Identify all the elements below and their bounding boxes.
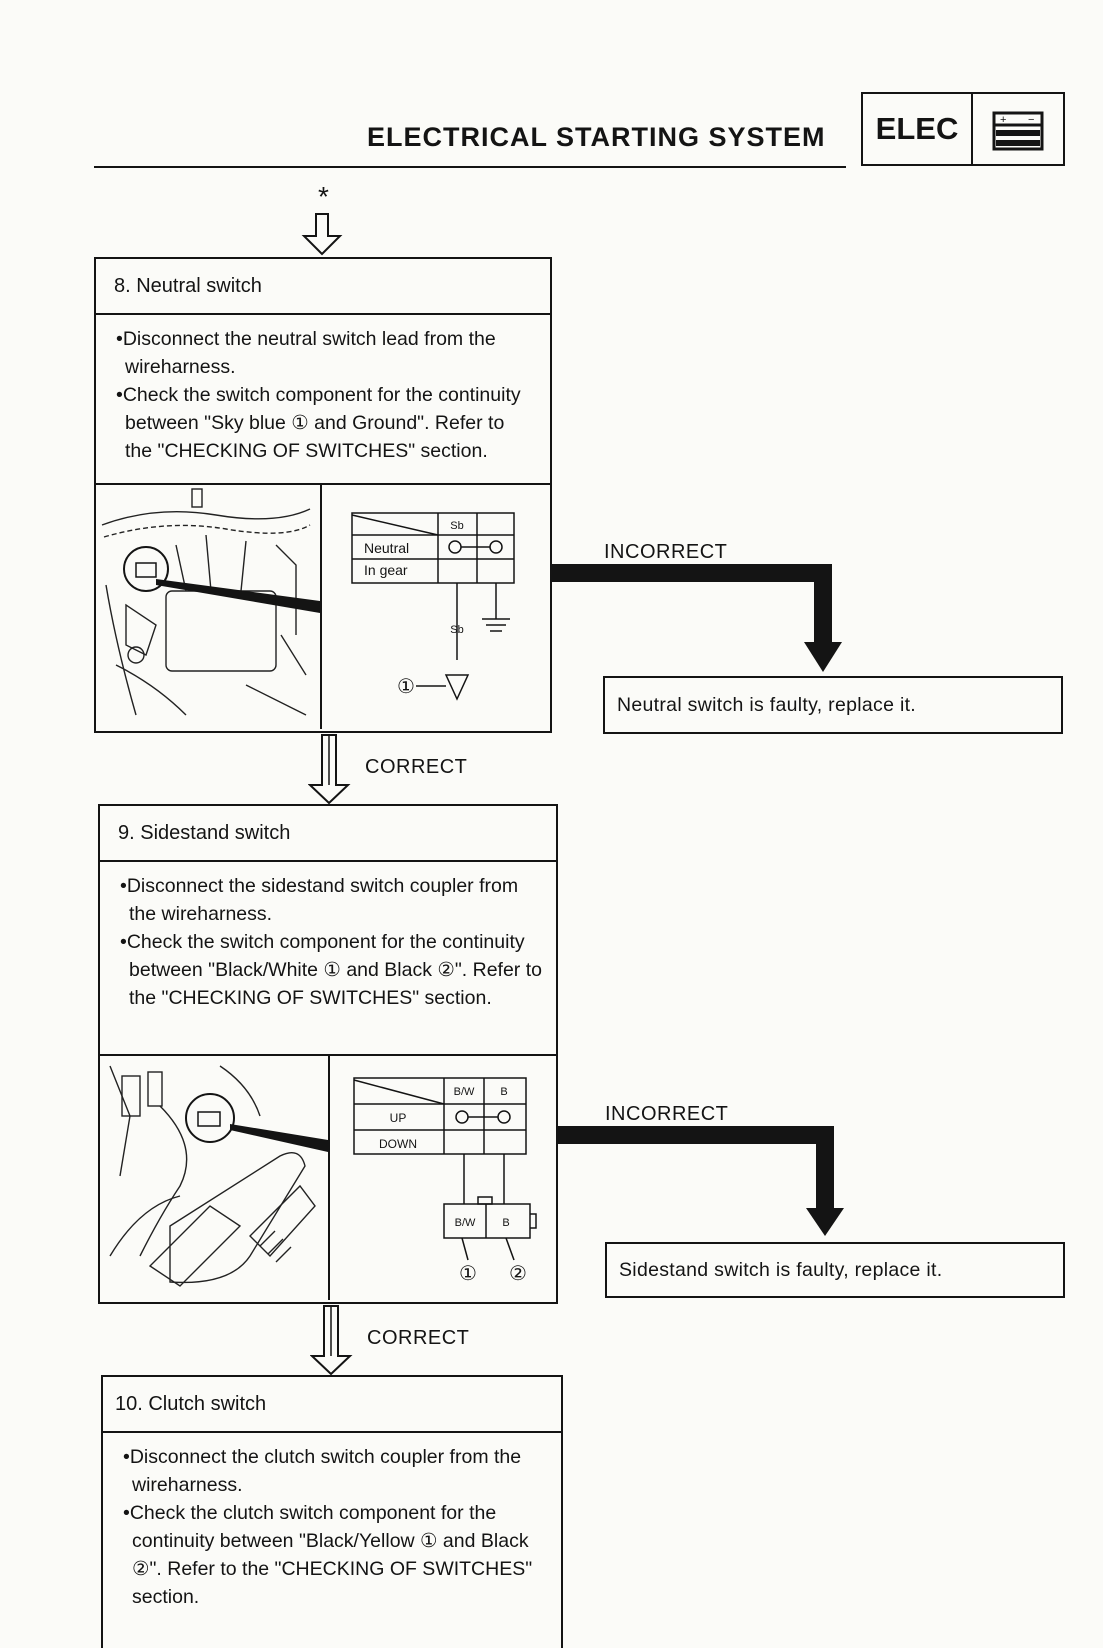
- step-9-instructions: •Disconnect the sidestand switch coupler…: [100, 862, 556, 1054]
- step-9-correct-label: CORRECT: [367, 1327, 470, 1349]
- step-8-incorrect-label: INCORRECT: [604, 541, 728, 563]
- step-9-title: 9. Sidestand switch: [100, 806, 556, 862]
- neutral-switch-continuity-diagram: Sb Neutral In gear Sb ①: [322, 485, 550, 731]
- step-8-incorrect-arrow: [552, 564, 842, 672]
- in-gear-row-label: In gear: [364, 562, 408, 578]
- step-8-title: 8. Neutral switch: [96, 259, 550, 315]
- step-8-bullet-1: •Disconnect the neutral switch lead from…: [116, 328, 496, 378]
- section-badge: ELEC + −: [861, 92, 1065, 166]
- bw-column-header: B/W: [454, 1086, 475, 1098]
- svg-text:+: +: [1000, 114, 1006, 126]
- step-9-bullet-1: •Disconnect the sidestand switch coupler…: [120, 875, 519, 925]
- sb-column-header: Sb: [450, 520, 463, 532]
- step-8-correct-arrow: [308, 734, 351, 805]
- neutral-row-label: Neutral: [364, 540, 409, 556]
- callout-1: ①: [459, 1263, 477, 1285]
- svg-text:−: −: [1028, 114, 1034, 126]
- up-row-label: UP: [390, 1111, 407, 1125]
- section-badge-label: ELEC: [863, 94, 973, 164]
- step-9-correct-arrow: [310, 1305, 353, 1376]
- page-title: ELECTRICAL STARTING SYSTEM: [367, 122, 826, 152]
- down-arrow-icon: [301, 213, 343, 256]
- callout-2: ②: [509, 1263, 527, 1285]
- step-9-incorrect-arrow: [558, 1126, 844, 1236]
- step-10-instructions: •Disconnect the clutch switch coupler fr…: [103, 1433, 561, 1648]
- step-9-box: 9. Sidestand switch •Disconnect the side…: [98, 804, 558, 1304]
- callout-1: ①: [397, 676, 415, 698]
- step-8-figures: Sb Neutral In gear Sb ①: [96, 483, 550, 731]
- sidestand-switch-continuity-diagram: B/W B UP DOWN B/W B ① ②: [330, 1056, 556, 1302]
- step-8-result-box: Neutral switch is faulty, replace it.: [603, 676, 1063, 734]
- step-10-title: 10. Clutch switch: [103, 1377, 561, 1433]
- step-8-correct-label: CORRECT: [365, 756, 468, 778]
- b-column-header: B: [500, 1086, 507, 1098]
- step-8-box: 8. Neutral switch •Disconnect the neutra…: [94, 257, 552, 733]
- step-9-figures: B/W B UP DOWN B/W B ① ②: [100, 1054, 556, 1302]
- sidestand-switch-location-illustration: [100, 1056, 330, 1300]
- down-row-label: DOWN: [379, 1137, 417, 1151]
- neutral-switch-location-illustration: [96, 485, 322, 729]
- step-10-box: 10. Clutch switch •Disconnect the clutch…: [101, 1375, 563, 1648]
- step-10-bullet-2: •Check the clutch switch component for t…: [123, 1502, 533, 1608]
- coupler-b-label: B: [502, 1217, 509, 1229]
- sb-lead-label: Sb: [450, 624, 463, 636]
- step-9-incorrect-label: INCORRECT: [605, 1103, 729, 1125]
- step-8-bullet-2: •Check the switch component for the cont…: [116, 384, 521, 462]
- step-10-bullet-1: •Disconnect the clutch switch coupler fr…: [123, 1446, 522, 1496]
- coupler-bw-label: B/W: [455, 1217, 476, 1229]
- battery-icon: + −: [973, 94, 1063, 164]
- continuation-mark: *: [318, 181, 329, 212]
- step-9-bullet-2: •Check the switch component for the cont…: [120, 931, 542, 1009]
- step-8-instructions: •Disconnect the neutral switch lead from…: [96, 315, 550, 483]
- step-9-result-box: Sidestand switch is faulty, replace it.: [605, 1242, 1065, 1298]
- header-rule: [94, 166, 846, 168]
